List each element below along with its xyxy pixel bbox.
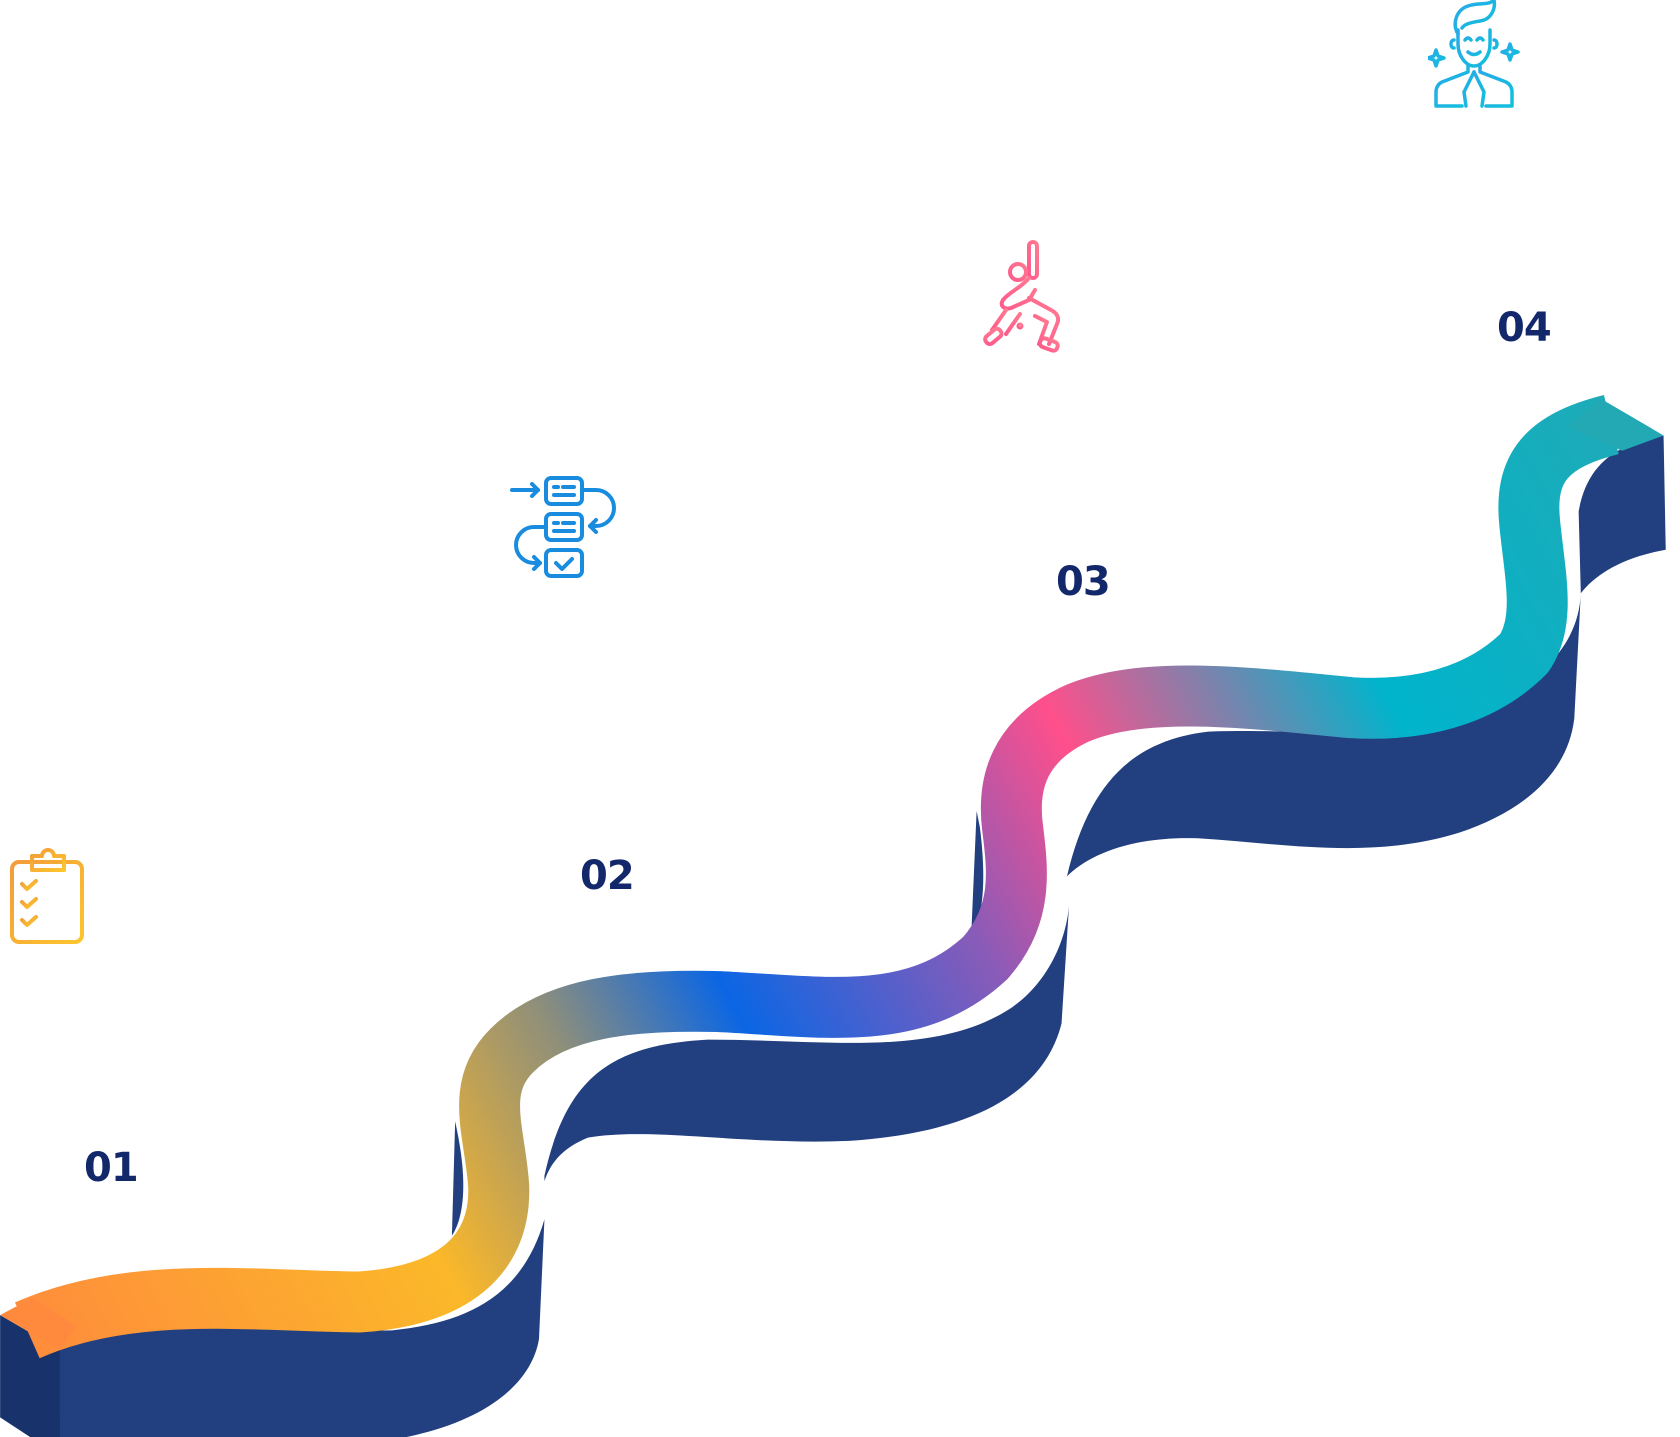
road-side-segment-6 [1578,435,1666,594]
step-label-04: 04 [1497,305,1552,351]
step-label-03: 03 [1056,559,1111,605]
road-end-cap [1567,398,1664,451]
road-side-segment-3 [544,903,1070,1182]
clipboard-checklist-icon [10,848,84,944]
road-side-segment-4 [971,811,984,937]
yoga-stretch-icon [983,240,1061,353]
road-side-segment-2 [451,1121,464,1236]
road-start-cap [0,1297,77,1350]
step-label-02: 02 [580,853,635,899]
workflow-process-icon [510,476,616,578]
road-top-surface [15,394,1620,1359]
happy-person-namaste-icon [1428,0,1520,108]
road-side-segment-1 [59,1219,545,1437]
step-label-01: 01 [84,1145,139,1191]
